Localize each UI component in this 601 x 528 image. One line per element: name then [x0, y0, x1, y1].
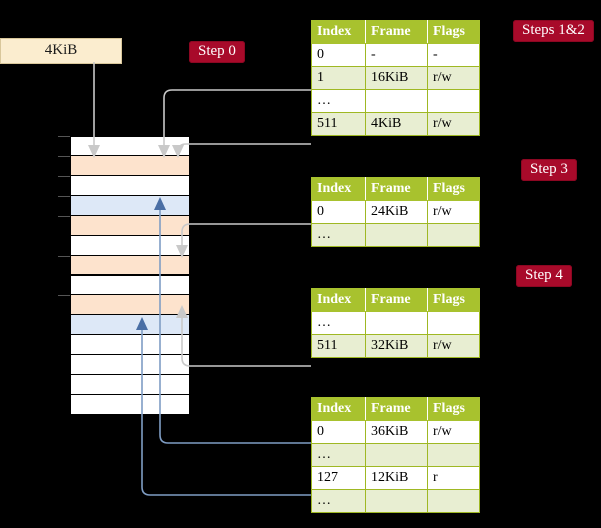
table-cell: r	[427, 466, 480, 490]
column-header-flags: Flags	[427, 177, 480, 201]
column-header-frame: Frame	[365, 177, 428, 201]
wire-l2-entry-511	[181, 318, 311, 367]
table-cell: 24KiB	[365, 200, 428, 224]
column-header-index: Index	[311, 288, 366, 312]
table-cell: …	[311, 223, 366, 247]
table-cell	[365, 311, 428, 335]
badge-step-4-label: Step 4	[525, 267, 563, 283]
column-header-index: Index	[311, 177, 366, 201]
table-cell: …	[311, 443, 366, 467]
arrow-l1-entry-0	[154, 197, 166, 210]
arrow-l4-entry-511	[172, 145, 184, 158]
badge-step-4: Step 4	[516, 265, 572, 287]
table-cell: …	[311, 89, 366, 113]
memory-boundary-tick	[58, 136, 70, 137]
cr3-frame-label: 4KiB	[44, 42, 78, 58]
table-row: 0--	[311, 43, 480, 67]
table-cell: …	[311, 311, 366, 335]
table-cell: 16KiB	[365, 66, 428, 90]
table-cell	[427, 311, 480, 335]
column-header-frame: Frame	[365, 288, 428, 312]
column-header-frame: Frame	[365, 20, 428, 44]
column-header-flags: Flags	[427, 20, 480, 44]
memory-boundary-tick	[58, 195, 70, 197]
table-cell: -	[365, 43, 428, 67]
wire-l1-entry-0	[159, 210, 311, 444]
arrow-cr3-to-frame	[88, 145, 100, 158]
badge-steps-1and2: Steps 1&2	[513, 20, 594, 42]
column-header-index: Index	[311, 20, 366, 44]
arrow-l4-entry-1	[158, 145, 170, 158]
table-cell: 4KiB	[365, 112, 428, 136]
table-cell: 0	[311, 43, 366, 67]
wire-l1-entry-127	[141, 330, 311, 496]
memory-boundary-tick	[58, 215, 70, 217]
badge-step-0-label: Step 0	[198, 43, 236, 59]
table-cell: 36KiB	[365, 420, 428, 444]
table-cell: r/w	[427, 334, 480, 358]
column-header-flags: Flags	[427, 397, 480, 421]
badge-step-3: Step 3	[521, 159, 577, 181]
table-cell: 511	[311, 334, 366, 358]
table-cell	[427, 443, 480, 467]
table-cell: r/w	[427, 66, 480, 90]
table-row: …	[311, 223, 480, 247]
table-cell: …	[311, 489, 366, 513]
arrow-l2-entry-511	[176, 305, 188, 318]
table-cell	[365, 443, 428, 467]
badge-steps-1and2-label: Steps 1&2	[522, 22, 585, 38]
table-cell: 1	[311, 66, 366, 90]
arrow-l1-entry-127	[136, 317, 148, 330]
memory-boundary-tick	[58, 155, 70, 157]
table-cell	[427, 223, 480, 247]
memory-boundary-tick	[58, 295, 70, 297]
arrow-l3-entry-0	[176, 245, 188, 258]
column-header-index: Index	[311, 397, 366, 421]
cr3-frame-box: 4KiB	[0, 38, 122, 64]
table-cell: -	[427, 43, 480, 67]
table-cell: 0	[311, 200, 366, 224]
table-cell: r/w	[427, 112, 480, 136]
table-cell: r/w	[427, 200, 480, 224]
wire-l4-entry-511	[177, 143, 311, 153]
badge-step-0: Step 0	[189, 41, 245, 63]
table-row: …	[311, 311, 480, 335]
wire-l3-entry-0	[181, 223, 311, 245]
column-header-flags: Flags	[427, 288, 480, 312]
wire-l4-entry-1	[163, 89, 311, 145]
table-cell	[365, 223, 428, 247]
table-cell: 12KiB	[365, 466, 428, 490]
table-row: …	[311, 89, 480, 113]
table-row: …	[311, 443, 480, 467]
table-row: …	[311, 489, 480, 513]
table-cell: 511	[311, 112, 366, 136]
table-cell: r/w	[427, 420, 480, 444]
table-cell: 0	[311, 420, 366, 444]
column-header-frame: Frame	[365, 397, 428, 421]
table-cell	[365, 89, 428, 113]
badge-step-3-label: Step 3	[530, 161, 568, 177]
table-cell	[365, 489, 428, 513]
table-cell: 127	[311, 466, 366, 490]
table-cell: 32KiB	[365, 334, 428, 358]
memory-boundary-tick	[58, 175, 70, 177]
table-cell	[427, 489, 480, 513]
memory-boundary-tick	[58, 255, 70, 257]
table-cell	[427, 89, 480, 113]
